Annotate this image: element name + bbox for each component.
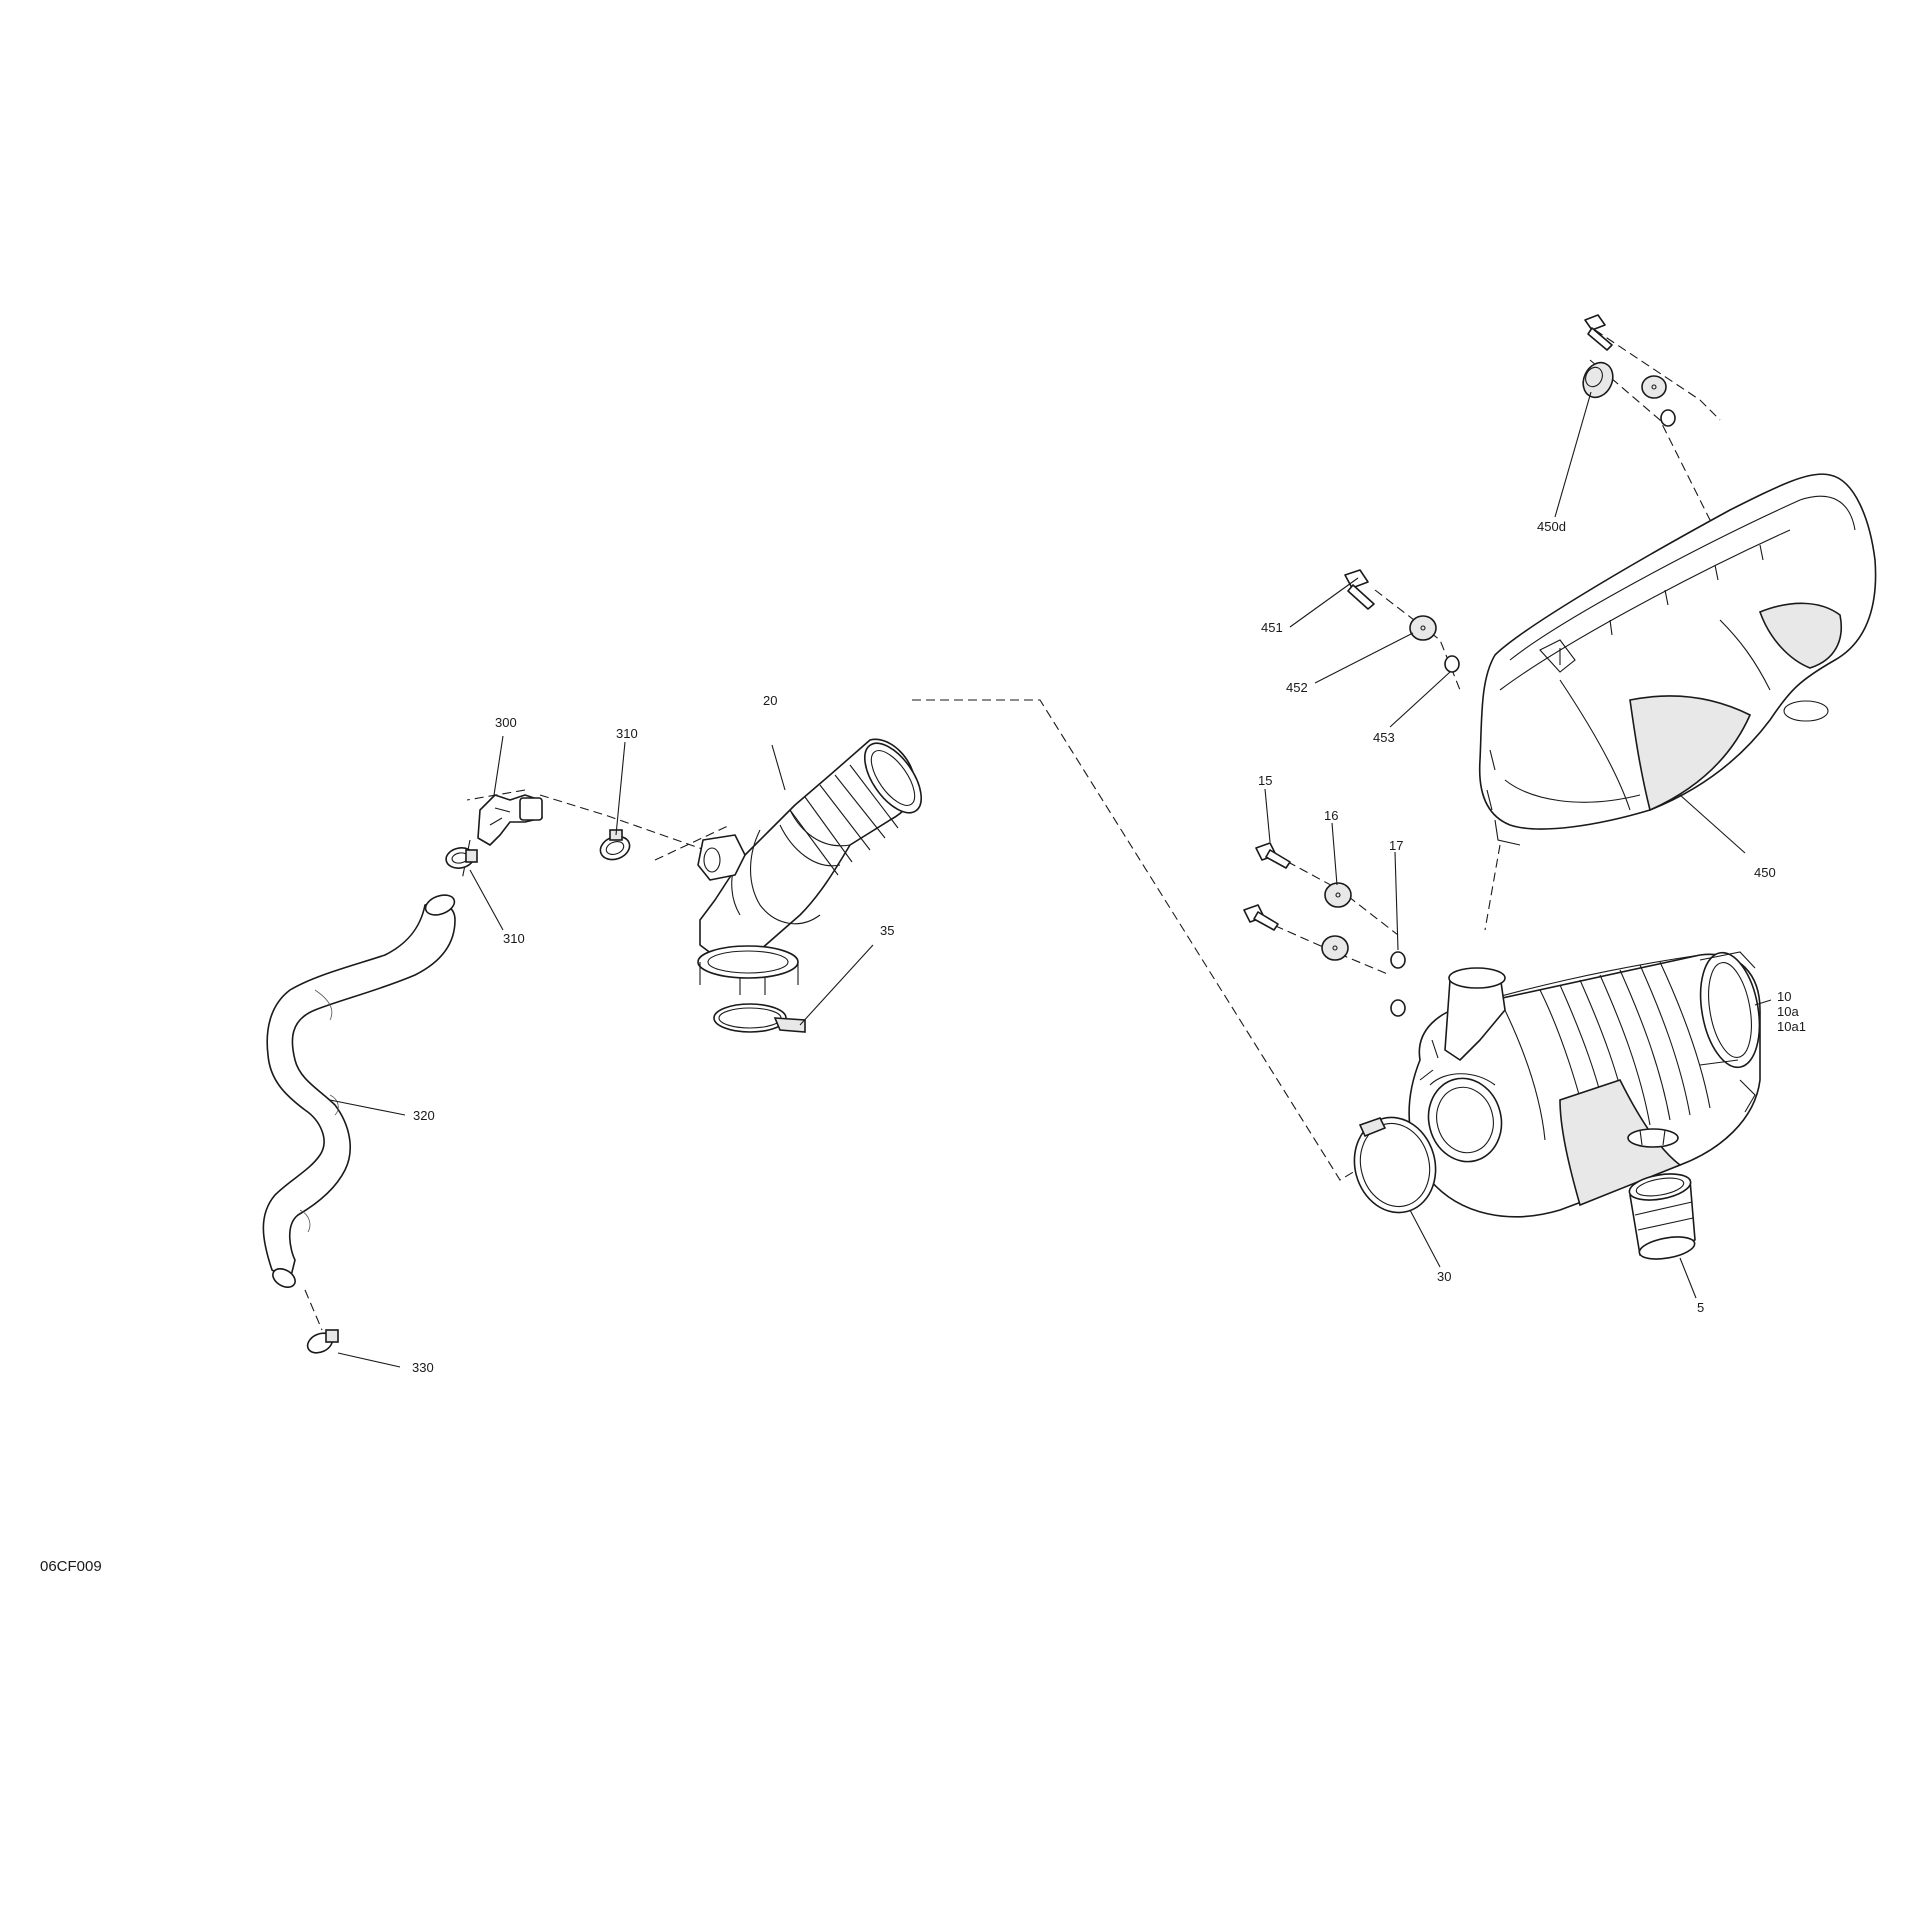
callout-20: 20	[763, 693, 777, 708]
nut-450-top	[1660, 409, 1676, 427]
washer-16-upper	[1324, 882, 1352, 908]
nut-453	[1444, 655, 1460, 673]
callout-450d: 450d	[1537, 519, 1566, 534]
bolt-451	[1344, 569, 1375, 610]
intake-duct-20	[697, 738, 922, 995]
hose-clamp-310-lower	[445, 847, 478, 869]
callout-35: 35	[880, 923, 894, 938]
callout-451: 451	[1261, 620, 1283, 635]
washer-452	[1409, 615, 1437, 641]
callout-labels: 300 310 310 20 35 320 330 451 452 453 45…	[412, 519, 1806, 1375]
callout-453: 453	[1373, 730, 1395, 745]
washer-450-top	[1641, 375, 1667, 399]
callout-5: 5	[1697, 1300, 1704, 1315]
hose-320	[262, 894, 456, 1288]
callout-10: 10	[1777, 989, 1791, 1004]
clamp-35	[713, 1003, 806, 1033]
callout-10a: 10a	[1777, 1004, 1799, 1019]
nut-17-upper	[1390, 951, 1406, 969]
callout-300: 300	[495, 715, 517, 730]
callout-320: 320	[413, 1108, 435, 1123]
callout-310-upper: 310	[616, 726, 638, 741]
airbox-body-10	[1408, 951, 1761, 1218]
airbox-cover-450	[1478, 473, 1877, 846]
washer-16-lower	[1321, 935, 1349, 961]
callout-15: 15	[1258, 773, 1272, 788]
leader-lines	[329, 391, 1772, 1368]
callout-16: 16	[1324, 808, 1338, 823]
clamp-30	[1353, 1116, 1437, 1214]
bolt-450-top	[1584, 314, 1613, 351]
hose-clamp-310-upper	[599, 829, 631, 861]
grommet-450d	[1582, 361, 1614, 399]
elbow-fitting-300	[477, 794, 543, 846]
bolt-15-lower	[1243, 904, 1279, 931]
callout-30: 30	[1437, 1269, 1451, 1284]
callout-17: 17	[1389, 838, 1403, 853]
document-id: 06CF009	[40, 1558, 102, 1575]
hose-clamp-330	[306, 1329, 339, 1354]
callout-452: 452	[1286, 680, 1308, 695]
callout-10a1: 10a1	[1777, 1019, 1806, 1034]
nut-17-lower	[1390, 999, 1406, 1017]
callout-330: 330	[412, 1360, 434, 1375]
callout-450: 450	[1754, 865, 1776, 880]
callout-310-lower: 310	[503, 931, 525, 946]
bolt-15-upper	[1255, 842, 1291, 869]
sleeve-5	[1628, 1173, 1696, 1260]
